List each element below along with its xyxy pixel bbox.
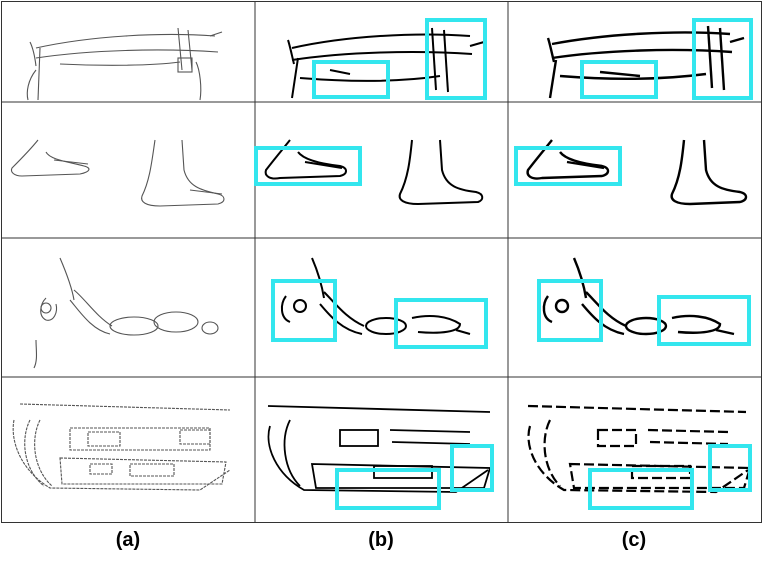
highlight-box [450,444,494,492]
highlight-boxes [254,18,753,510]
highlight-box [254,146,362,186]
arm-sketch-a [33,257,219,369]
feet-sketch-c [526,139,748,206]
highlight-box [692,18,753,100]
highlight-box [394,298,488,349]
arm-sketch-b [280,257,471,335]
highlight-box [514,146,622,186]
feet-sketch-b [264,139,484,206]
highlight-box [708,444,752,492]
arm-sketch-c [542,257,735,336]
belt-sketch-c [546,25,745,99]
highlight-box [537,279,603,342]
car-sketch-c [527,404,752,494]
column-label-a: (a) [115,529,141,551]
column-label-b: (b) [368,529,394,551]
highlight-box [580,60,658,99]
column-label-c: (c) [621,529,647,551]
highlight-box [425,18,487,100]
highlight-box [588,468,694,510]
highlight-box [657,295,751,346]
highlight-box [335,468,441,510]
figure-canvas [1,1,762,523]
car-sketch-b [267,405,492,493]
highlight-box [312,60,390,99]
belt-sketch-a [26,27,223,101]
feet-sketch-a [10,139,225,207]
car-sketch-a [12,403,231,491]
highlight-box [271,279,337,342]
grid-lines [1,1,762,523]
